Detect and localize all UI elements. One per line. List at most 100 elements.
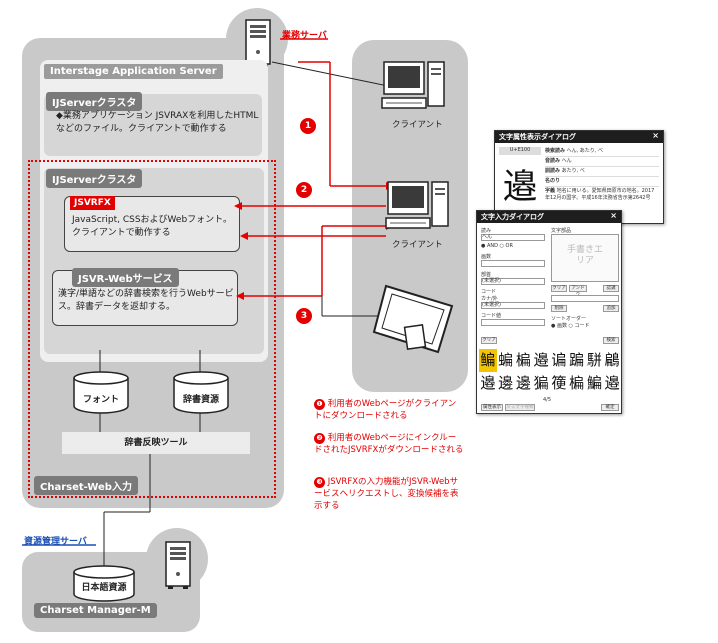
kanji-candidate[interactable]: 蝙 <box>498 351 514 369</box>
kanji-candidate[interactable]: 鯿 <box>586 374 602 392</box>
attr-row: 字義 地名に用いる。愛知県田原市の地名。2017年12月の国字。平成16年法務省… <box>545 188 655 201</box>
recognize-button[interactable]: 認識 <box>603 285 619 292</box>
sort-radio[interactable]: ● 画数 ○ コード <box>551 323 590 329</box>
input-dialog: 文字入力ダイアログ × 読み へん ● AND ○ OR 画数 部首 (未選択)… <box>476 210 622 414</box>
code-value-input[interactable] <box>481 319 545 326</box>
attr-row: 名のり <box>545 177 659 187</box>
step-number-3: 3 <box>296 308 312 324</box>
kanji-candidate-grid: 鳊 蝙 楄 邉 谝 蹁 駢 鶣 邉 邊 邊 猵 箯 楄 鯿 邉 <box>479 349 621 395</box>
step-note-1: ❶ 利用者のWebページがクライアントにダウンロードされる <box>314 398 464 422</box>
step-number-2: 2 <box>296 182 312 198</box>
ijserver-cluster-2-label: IJServerクラスタ <box>46 169 143 188</box>
attr-row: 検索読み へん, あたり, べ <box>545 147 659 157</box>
kanji-candidate[interactable]: 猵 <box>533 374 549 392</box>
kanji-candidate[interactable]: 駢 <box>586 351 602 369</box>
kanji-candidate[interactable]: 邊 <box>515 374 531 392</box>
parts-field[interactable] <box>551 295 619 302</box>
dict-db-label: 辞書資源 <box>182 395 219 405</box>
kanji-candidate[interactable]: 邊 <box>498 374 514 392</box>
step-note-2-num: ❷ <box>314 433 325 444</box>
kanji-candidate[interactable]: 楄 <box>515 351 531 369</box>
resource-server-heading: 資源管理サーバ <box>24 537 87 547</box>
confirm-button[interactable]: 確定 <box>601 404 619 411</box>
font-db-icon <box>73 371 129 414</box>
attribute-glyph: 邉 <box>503 167 537 207</box>
hw-clear-button[interactable]: クリア <box>551 285 567 292</box>
kana-select[interactable]: (未選択) <box>481 302 545 309</box>
japanese-db-icon <box>73 565 135 602</box>
reading-input[interactable]: へん <box>481 234 545 241</box>
parts-label: 文字部品 <box>551 228 572 234</box>
code-value-label: コード値 <box>481 313 502 319</box>
interstage-title: Interstage Application Server <box>44 64 223 79</box>
charset-web-label: Charset-Web入力 <box>34 476 138 495</box>
attribute-dialog-title: 文字属性表示ダイアログ <box>499 133 576 141</box>
undo-button[interactable]: アンドゥ <box>569 285 587 297</box>
kanji-candidate[interactable]: 蹁 <box>569 351 585 369</box>
jsvrfx-label: JSVRFX <box>70 196 115 210</box>
stroke-label: 画数 <box>481 254 492 260</box>
clear-button[interactable]: クリア <box>481 337 497 344</box>
client-label-2: クライアント <box>392 240 443 250</box>
stroke-input[interactable] <box>481 260 545 267</box>
attribute-dialog: 文字属性表示ダイアログ × U+E100 邉 検索読み へん, あたり, べ 音… <box>494 130 664 224</box>
input-dialog-titlebar: 文字入力ダイアログ × <box>477 211 621 223</box>
sort-label: ソートオーダー <box>551 316 587 322</box>
kana-label: カナ/外 <box>481 296 498 302</box>
dict-reflect-tool: 辞書反映ツール <box>62 432 250 454</box>
font-db-label: フォント <box>82 395 119 405</box>
server-icon <box>245 19 271 67</box>
and-or-radio[interactable]: ● AND ○ OR <box>481 243 513 249</box>
handwrite-area[interactable]: 手書きエリア <box>551 234 619 282</box>
attr-row: 音読み へん <box>545 157 659 167</box>
resource-server-icon <box>165 541 191 589</box>
page-indicator: 4/5 <box>543 397 552 403</box>
step-note-1-text: 利用者のWebページがクライアントにダウンロードされる <box>314 399 457 421</box>
kanji-candidate[interactable]: 楄 <box>569 374 585 392</box>
jsvr-web-text: 漢字/単語などの辞書検索を行うWebサービス。辞書データを返却する。 <box>58 289 234 312</box>
kanji-candidate[interactable]: 邉 <box>604 374 620 392</box>
client-pc-icon-1 <box>381 61 445 109</box>
close-icon[interactable]: × <box>652 131 659 140</box>
delete-button[interactable]: 削除 <box>551 305 567 312</box>
close-icon[interactable]: × <box>610 211 617 220</box>
business-server-heading: 業務サーバ <box>282 31 327 41</box>
jsvrfx-text: JavaScript, CSSおよびWebフォント。クライアントで動作する <box>72 215 232 238</box>
charset-web-boundary <box>28 160 276 498</box>
radical-label: 部首 <box>481 272 492 278</box>
client-pc-icon-2 <box>385 181 449 229</box>
attribute-dialog-titlebar: 文字属性表示ダイアログ × <box>495 131 663 143</box>
tablet-icon <box>372 284 454 354</box>
step-note-3: ❸ JSVRFXの入力機能がJSVR-Webサービスへリクエストし、変換候補を表… <box>314 476 464 512</box>
handwrite-area-hint: 手書きエリア <box>566 245 603 266</box>
step-number-1: 1 <box>300 118 316 134</box>
kanji-candidate[interactable]: 鳊 <box>479 349 497 372</box>
kanji-candidate[interactable]: 鶣 <box>604 351 620 369</box>
kanji-candidate[interactable]: 谝 <box>551 351 567 369</box>
kanji-candidate[interactable]: 邉 <box>533 351 549 369</box>
kanji-candidate[interactable]: 邉 <box>480 374 496 392</box>
resource-heading-underline <box>22 544 96 546</box>
step-note-2: ❷ 利用者のWebページにインクルードされたJSVRFXがダウンロードされる <box>314 432 464 456</box>
char-code: U+E100 <box>499 147 541 155</box>
japanese-db-label: 日本語資源 <box>81 583 127 593</box>
radical-select[interactable]: (未選択) <box>481 278 545 285</box>
kanji-candidate[interactable]: 箯 <box>551 374 567 392</box>
charset-manager-label: Charset Manager-M <box>34 603 157 618</box>
step-note-2-text: 利用者のWebページにインクルードされたJSVRFXがダウンロードされる <box>314 433 464 455</box>
step-note-3-text: JSVRFXの入力機能がJSVR-Webサービスへリクエストし、変換候補を表示す… <box>314 477 459 511</box>
code-label: コード <box>481 289 497 295</box>
business-app-text: ◆業務アプリケーション JSVRAXを利用したHTMLなどのファイル。クライアン… <box>56 111 259 134</box>
input-dialog-title: 文字入力ダイアログ <box>481 213 544 221</box>
client-label-1: クライアント <box>392 120 443 130</box>
search-button[interactable]: 検索 <box>603 337 619 344</box>
attr-display-button[interactable]: 属性表示 <box>481 404 503 411</box>
heading-underline <box>280 38 328 40</box>
reading-label: 読み <box>481 228 492 234</box>
jsvr-web-label: JSVR-Webサービス <box>72 268 179 287</box>
step-note-1-num: ❶ <box>314 399 325 410</box>
prev-type-button[interactable]: 戻る文字種類 <box>505 404 535 411</box>
dict-db-icon <box>173 371 229 414</box>
add-button[interactable]: 追加 <box>603 305 619 312</box>
